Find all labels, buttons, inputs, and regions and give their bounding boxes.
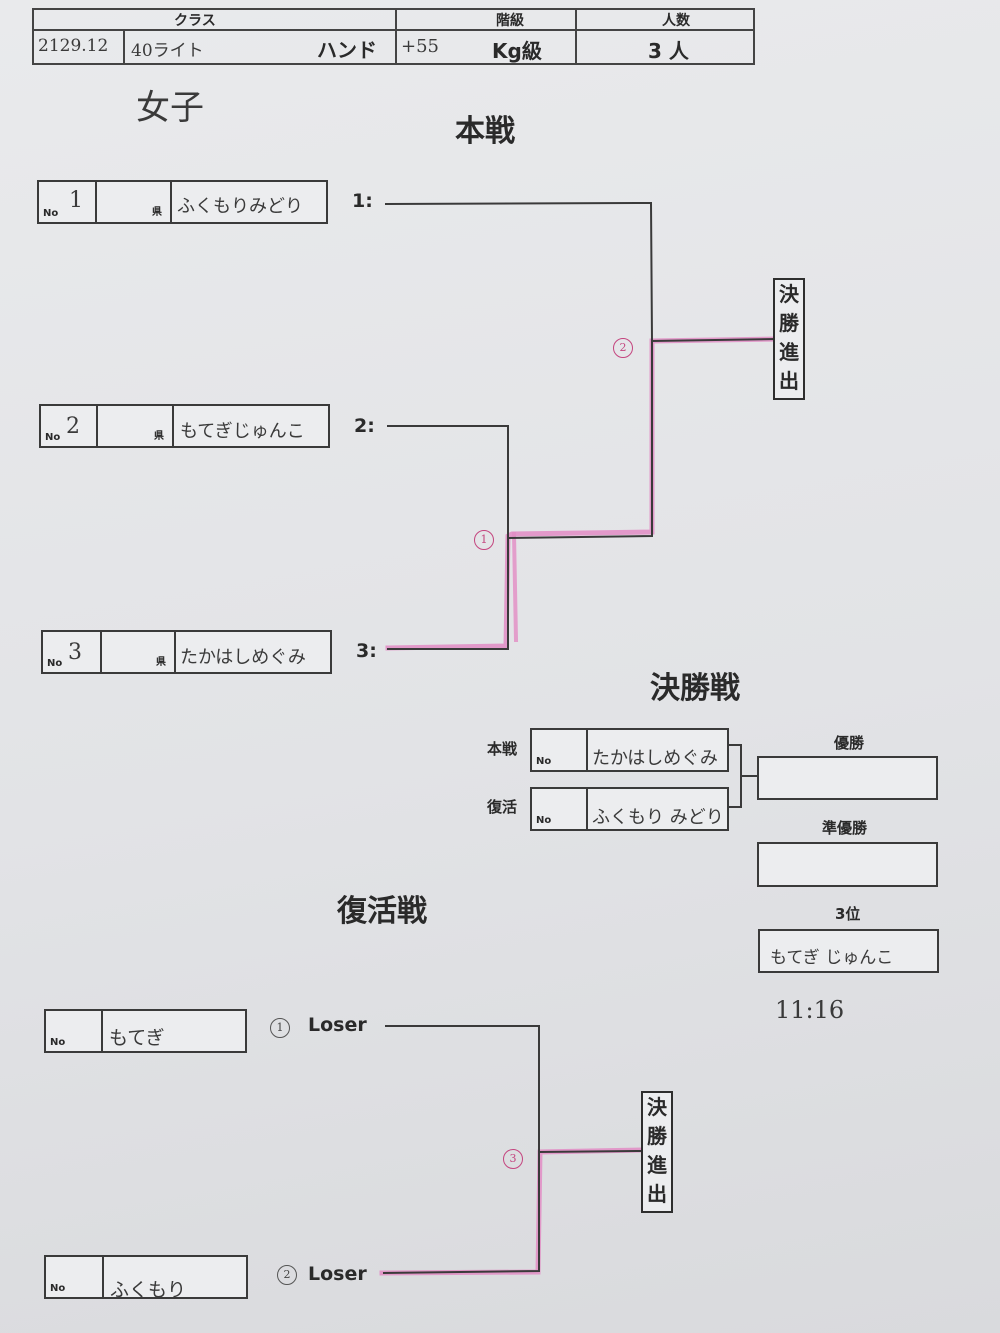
gender-note: 女子 (136, 88, 204, 128)
entry-name-cell: ふくもり (102, 1257, 246, 1301)
class-printed: ハンド (317, 38, 377, 62)
final-row-main: No たかはしめぐみ (530, 728, 729, 772)
final-row-repechage: No ふくもり みどり (530, 787, 729, 831)
header-divider (34, 29, 753, 31)
time-note: 11:16 (775, 996, 845, 1024)
repechage-advance-to-final: 決勝進出 (641, 1091, 673, 1213)
grade-unit: Kg級 (492, 39, 542, 63)
grade-handwritten: +55 (401, 36, 439, 57)
main-advance-to-final: 決勝進出 (773, 278, 805, 400)
entry-name: ふくもり (110, 1279, 187, 1301)
slot-label-3: 3: (356, 640, 377, 662)
match-3-circle: 3 (503, 1149, 523, 1169)
header-grade-label: 階級 (496, 13, 524, 29)
class-handwritten-2: 40ライト (131, 41, 204, 61)
repechage-entry-1: No もてぎ (44, 1009, 247, 1053)
winner-label: 優勝 (834, 734, 865, 752)
main-entry-1: No 1 ふくもりみどり 県 (37, 180, 328, 224)
third-place-label: 3位 (835, 905, 861, 923)
winner-box (757, 756, 938, 800)
header-col-divider (395, 8, 397, 65)
third-place-box: もてぎ じゅんこ (758, 929, 939, 973)
class-handwritten-1: 2129.12 (38, 36, 109, 56)
entry-divider (95, 182, 97, 222)
entry-name-cell: もてぎじゅんこ (172, 406, 328, 446)
entry-name-cell: たかはしめぐみ (174, 632, 330, 672)
entry-name: たかはしめぐみ (180, 647, 306, 668)
header-class-label: クラス (174, 13, 216, 29)
repechage-circle-2: 2 (277, 1265, 297, 1285)
winner-highlight-edge (511, 531, 519, 643)
entry-no-label: No (45, 432, 61, 443)
entry-number: 2 (66, 414, 80, 439)
bracket-line-3 (387, 337, 778, 650)
main-bracket-title: 本戦 (455, 114, 515, 149)
final-title: 決勝戦 (650, 671, 740, 706)
slot-label-1: 1: (352, 190, 373, 212)
third-place-value: もてぎ じゅんこ (770, 948, 894, 968)
bracket-line-1 (384, 201, 654, 343)
repechage-line-1 (382, 1025, 540, 1275)
final-row-label-main: 本戦 (487, 740, 518, 758)
entry-name: たかはしめぐみ (592, 748, 718, 769)
header-col-divider (575, 8, 577, 65)
entry-no-label: No (43, 208, 59, 219)
entry-pref-label: 県 (154, 431, 164, 442)
loser-label-1: Loser (308, 1014, 367, 1036)
bracket-line-2 (387, 425, 509, 539)
class-header-table: クラス 階級 人数 2129.12 40ライト ハンド +55 Kg級 3 人 (32, 8, 755, 65)
main-entry-2: No 2 もてぎじゅんこ 県 (39, 404, 330, 448)
entry-name: もてぎ (109, 1027, 165, 1049)
entry-name-cell: ふくもりみどり (170, 182, 326, 222)
runner-up-box (757, 842, 938, 887)
entry-name-cell: もてぎ (101, 1011, 245, 1051)
repechage-circle-1: 1 (270, 1018, 290, 1038)
main-entry-3: No 3 たかはしめぐみ 県 (41, 630, 332, 674)
entry-no-label: No (50, 1283, 66, 1294)
entry-name: ふくもりみどり (177, 196, 303, 217)
match-2-circle: 2 (613, 338, 633, 358)
entry-name: ふくもり みどり (592, 807, 724, 828)
entry-name: もてぎじゅんこ (180, 421, 305, 442)
entry-name-cell: ふくもり みどり (586, 789, 727, 829)
entry-divider (100, 632, 102, 672)
entry-no-label: No (536, 815, 552, 826)
match-1-circle: 1 (474, 530, 494, 550)
repechage-line-2 (537, 1149, 642, 1154)
entry-divider (96, 406, 98, 446)
repechage-title: 復活戦 (337, 894, 427, 929)
runner-up-label: 準優勝 (822, 819, 868, 837)
final-row-label-repechage: 復活 (487, 798, 518, 816)
entry-no-label: No (50, 1037, 66, 1048)
entry-pref-label: 県 (156, 657, 166, 668)
loser-label-2: Loser (308, 1263, 367, 1285)
entry-no-label: No (536, 756, 552, 767)
entry-name-cell: たかはしめぐみ (586, 730, 727, 770)
entry-number: 3 (68, 640, 82, 665)
entry-number: 1 (69, 188, 83, 213)
header-count-label: 人数 (662, 13, 690, 29)
entry-pref-label: 県 (152, 207, 162, 218)
repechage-entry-2: No ふくもり (44, 1255, 248, 1301)
entry-no-label: No (47, 658, 63, 669)
header-sub-divider (123, 29, 125, 65)
slot-label-2: 2: (354, 415, 375, 437)
participant-count: 3 人 (648, 39, 689, 63)
